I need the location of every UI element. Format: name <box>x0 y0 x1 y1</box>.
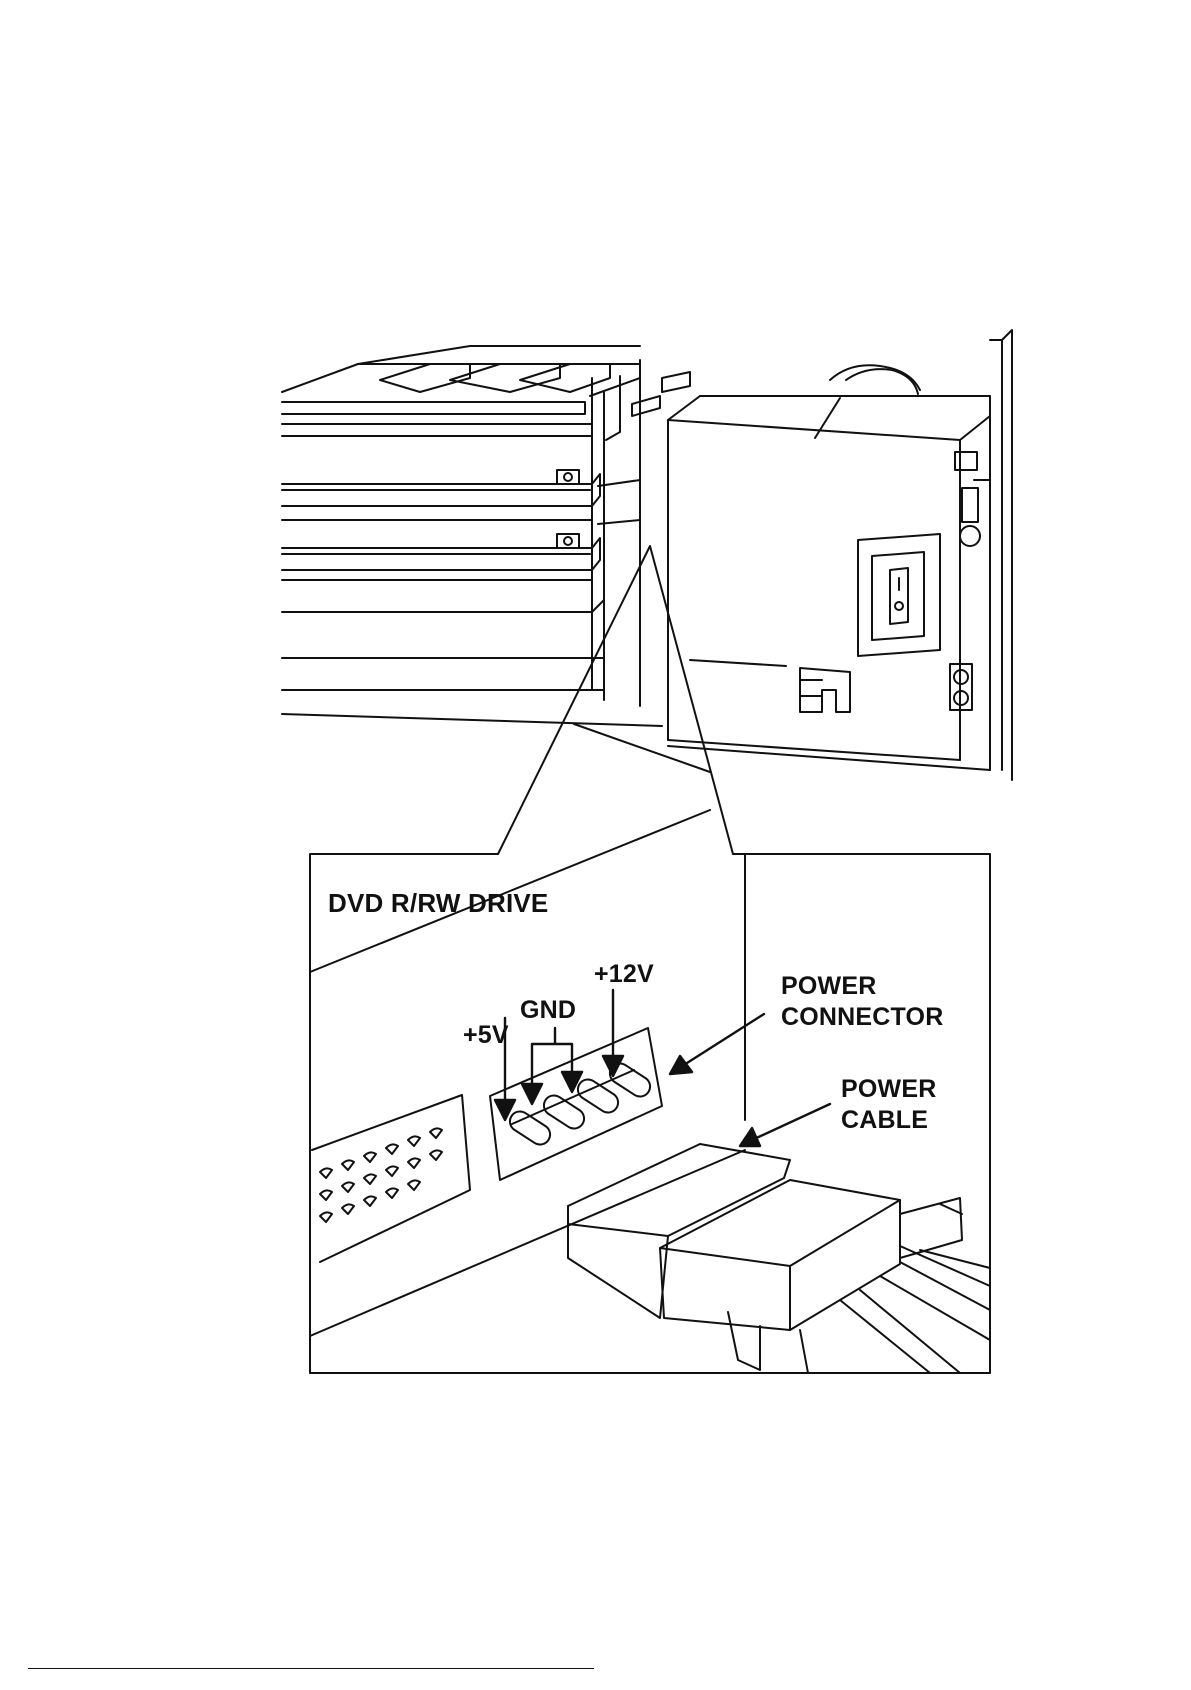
plus12v-arrowhead <box>603 1056 623 1076</box>
power-connector-label-line2: CONNECTOR <box>781 1005 943 1030</box>
gnd-label: GND <box>520 998 576 1023</box>
gnd-arrowhead-1 <box>522 1084 542 1104</box>
drive-label: DVD R/RW DRIVE <box>328 890 548 916</box>
power-connector-label-line1: POWER <box>781 974 876 999</box>
power-cable-plug <box>568 1144 990 1373</box>
power-connector-socket <box>490 1028 662 1180</box>
gnd-arrowhead-2 <box>562 1072 582 1092</box>
power-cable-label-line2: CABLE <box>841 1108 928 1133</box>
drive-bay-stack <box>282 346 690 726</box>
power-cable-label-line1: POWER <box>841 1077 936 1102</box>
power-connector-arrowhead <box>670 1056 692 1074</box>
plus12v-label: +12V <box>594 962 654 987</box>
power-supply-unit <box>668 330 1012 780</box>
plus5v-label: +5V <box>463 1023 509 1048</box>
ide-data-connector <box>312 1095 470 1262</box>
chassis-illustration <box>282 330 1012 854</box>
power-cable-arrowhead <box>740 1128 760 1146</box>
power-cable-arrow <box>752 1104 830 1140</box>
footer-rule <box>28 1668 594 1669</box>
power-connector-arrow <box>676 1014 764 1070</box>
callout-wedge <box>498 546 733 854</box>
